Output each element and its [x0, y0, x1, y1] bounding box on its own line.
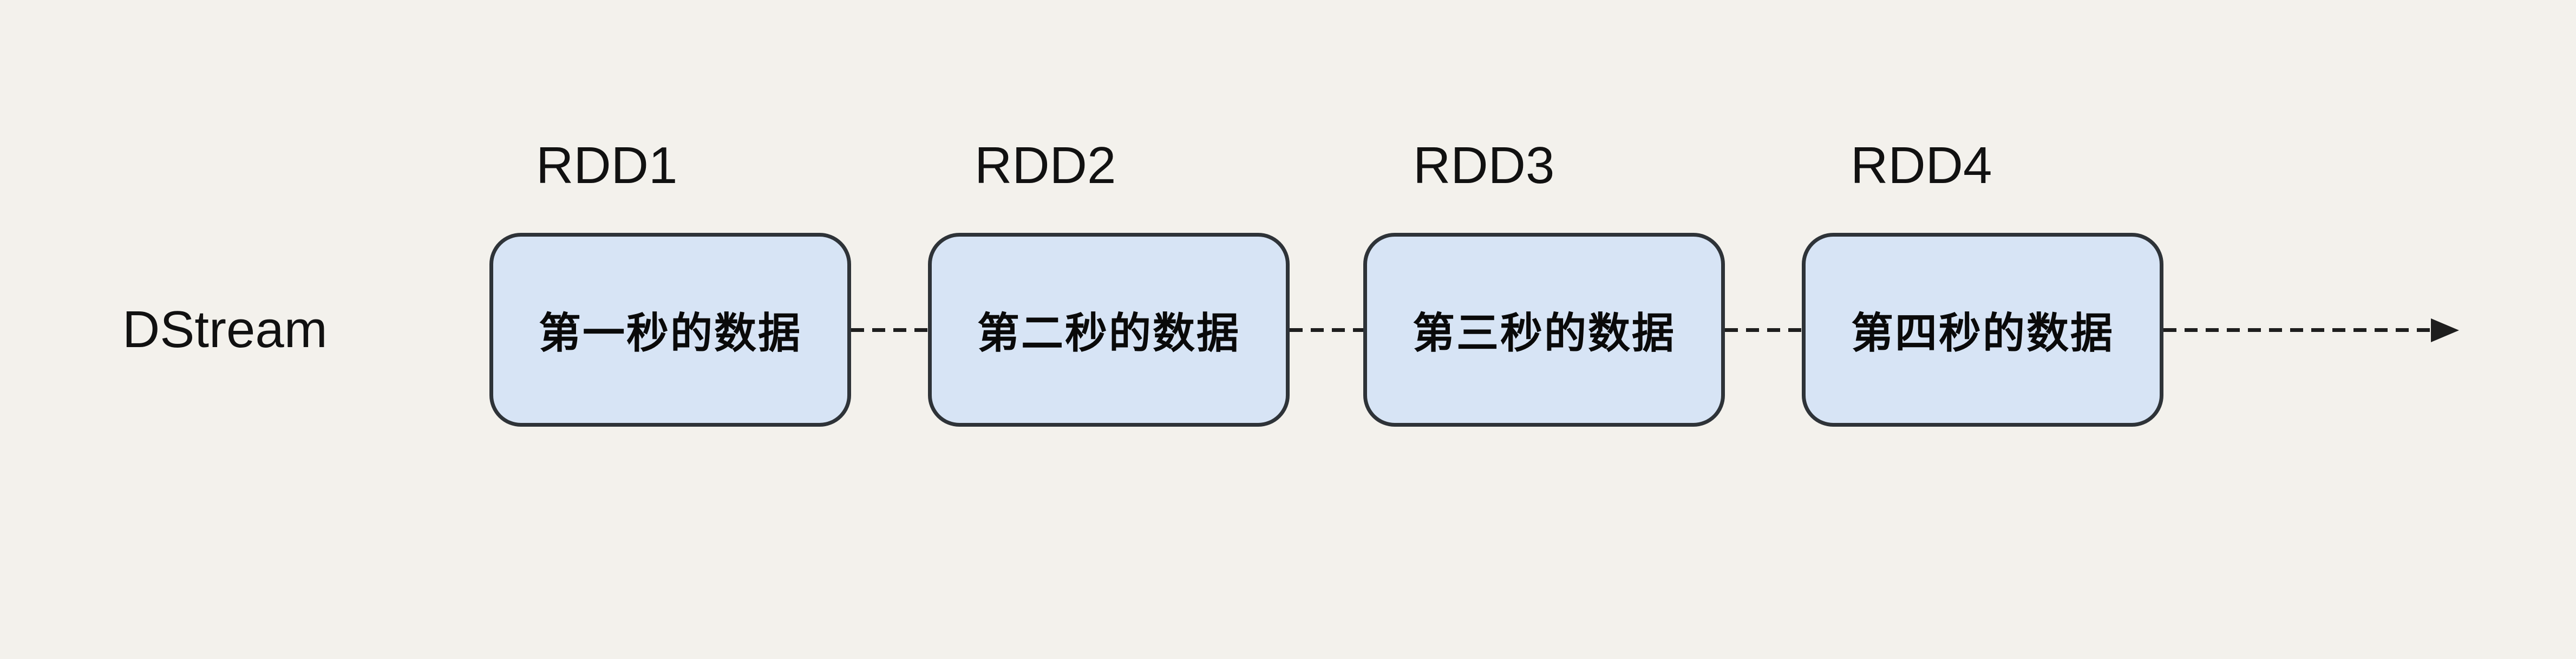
- rdd3-label: RDD3: [1413, 136, 1555, 194]
- rdd3-box-text: 第三秒的数据: [1412, 309, 1676, 357]
- rdd1-box: 第一秒的数据: [489, 233, 851, 427]
- connector-rdd3-rdd4: [1725, 328, 1802, 332]
- rdd4-box: 第四秒的数据: [1802, 233, 2163, 427]
- rdd1-box-text: 第一秒的数据: [538, 309, 802, 357]
- dstream-label: DStream: [122, 301, 328, 358]
- rdd1-label: RDD1: [536, 136, 678, 194]
- rdd2-box-text: 第二秒的数据: [977, 309, 1240, 357]
- timeline-dashed-line: [2163, 328, 2432, 332]
- rdd2-label: RDD2: [975, 136, 1116, 194]
- rdd2-box: 第二秒的数据: [928, 233, 1290, 427]
- rdd3-box: 第三秒的数据: [1363, 233, 1725, 427]
- connector-rdd1-rdd2: [851, 328, 928, 332]
- rdd4-box-text: 第四秒的数据: [1851, 309, 2114, 357]
- connector-rdd2-rdd3: [1290, 328, 1363, 332]
- arrowhead-icon: [2431, 318, 2459, 342]
- rdd4-label: RDD4: [1851, 136, 1992, 194]
